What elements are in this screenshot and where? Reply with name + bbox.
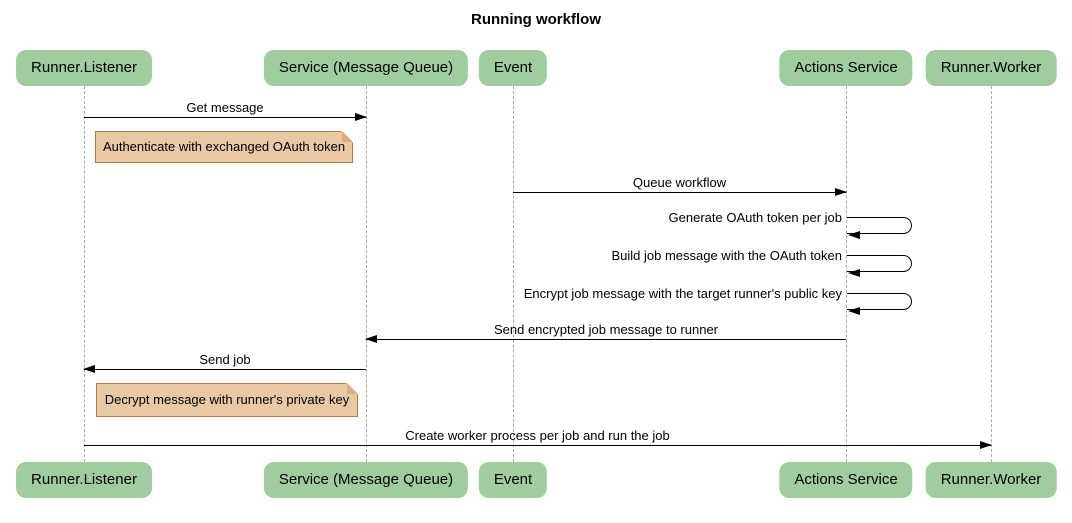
arrowhead-right-icon — [835, 187, 847, 196]
arrowhead-right-icon — [355, 112, 367, 121]
participant-service-message-queue-top: Service (Message Queue) — [263, 50, 469, 86]
message-arrow — [83, 364, 366, 373]
diagram-title: Running workflow — [471, 11, 601, 28]
message-label: Build job message with the OAuth token — [611, 248, 842, 263]
arrowhead-left-icon — [365, 334, 377, 343]
participant-runner-listener-top: Runner.Listener — [16, 50, 152, 86]
message-label: Encrypt job message with the target runn… — [523, 286, 842, 301]
participant-runner-worker-bottom: Runner.Worker — [925, 462, 1057, 498]
arrowhead-right-icon — [980, 440, 992, 449]
participant-actions-service-bottom: Actions Service — [779, 462, 913, 498]
self-message-loop — [847, 217, 912, 239]
participant-event-top: Event — [478, 50, 548, 86]
lifeline-event — [513, 86, 514, 462]
lifeline-service-message-queue — [366, 86, 367, 462]
participant-runner-listener-bottom: Runner.Listener — [16, 462, 152, 498]
participant-runner-worker-top: Runner.Worker — [925, 50, 1057, 86]
message-arrow — [513, 187, 847, 196]
lifeline-runner-worker — [991, 86, 992, 462]
message-arrow — [84, 440, 992, 449]
lifeline-actions-service — [846, 86, 847, 462]
self-message-loop — [847, 255, 912, 277]
message-label: Send encrypted job message to runner — [493, 322, 719, 337]
lifeline-runner-listener — [84, 86, 85, 462]
message-label: Create worker process per job and run th… — [405, 428, 670, 443]
note: Authenticate with exchanged OAuth token — [95, 130, 354, 163]
message-label: Generate OAuth token per job — [668, 210, 842, 225]
note: Decrypt message with runner's private ke… — [96, 382, 359, 417]
arrowhead-left-icon — [848, 306, 860, 315]
arrowhead-left-icon — [848, 230, 860, 239]
arrowhead-left-icon — [83, 364, 95, 373]
message-label: Queue workflow — [632, 175, 727, 190]
message-arrow — [365, 334, 846, 343]
message-arrow — [84, 112, 367, 121]
self-message-loop — [847, 293, 912, 315]
participant-actions-service-top: Actions Service — [779, 50, 913, 86]
arrowhead-left-icon — [848, 268, 860, 277]
participant-event-bottom: Event — [478, 462, 548, 498]
message-label: Send job — [199, 352, 251, 367]
participant-service-message-queue-bottom: Service (Message Queue) — [263, 462, 469, 498]
message-label: Get message — [186, 100, 264, 115]
